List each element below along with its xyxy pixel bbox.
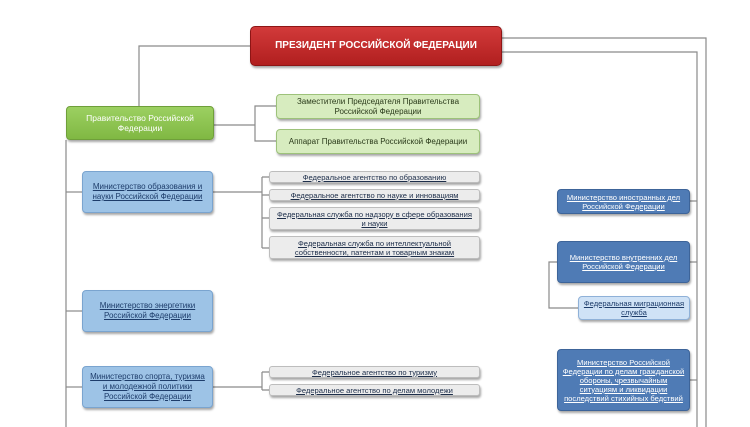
service-migration-label: Федеральная миграционная служба [583,299,685,317]
ministry-emergency-box[interactable]: Министерство Российской Федерации по дел… [557,349,690,411]
service-migration-box[interactable]: Федеральная миграционная служба [578,296,690,320]
ministry-education-label: Министерство образования и науки Российс… [92,182,203,201]
service-education-supervision-box[interactable]: Федеральная служба по надзору в сфере об… [269,207,480,230]
connector-sport-agencies [213,371,269,391]
ministry-foreign-label: Министерство иностранных дел Российской … [566,192,681,211]
agency-tourism-label: Федеральное агентство по туризму [311,367,438,377]
agency-youth-label: Федеральное агентство по делам молодежи [296,385,453,395]
connector-interior-migration [548,261,578,309]
agency-education-label: Федеральное агентство по образованию [302,172,447,182]
agency-youth-box[interactable]: Федеральное агентство по делам молодежи [269,384,480,396]
ministry-sport-label: Министерство спорта, туризма и молодежно… [90,372,205,401]
government-office-label: Аппарат Правительства Российской Федерац… [288,136,468,146]
government-label: Правительство Российской Федерации [86,113,194,133]
president-label: ПРЕЗИДЕНТ РОССИЙСКОЙ ФЕДЕРАЦИИ [275,40,477,51]
ministry-interior-label: Министерство внутренних дел Российской Ф… [569,253,678,271]
connector-education-agencies [213,176,269,249]
agency-tourism-box[interactable]: Федеральное агентство по туризму [269,366,480,378]
agency-education-box[interactable]: Федеральное агентство по образованию [269,171,480,183]
connector-president-government [138,45,250,106]
connector-president-right [502,37,707,427]
ministry-sport-box[interactable]: Министерство спорта, туризма и молодежно… [82,366,213,408]
ministry-interior-box[interactable]: Министерство внутренних дел Российской Ф… [557,241,690,283]
service-education-supervision-label: Федеральная служба по надзору в сфере об… [277,209,472,228]
agency-science-label: Федеральное агентство по науке и инновац… [290,190,459,200]
service-intellectual-property-box[interactable]: Федеральная служба по интеллектуальной с… [269,236,480,259]
deputy-chairmen-label: Заместители Председателя Правительства Р… [296,96,460,116]
deputy-chairmen-box[interactable]: Заместители Председателя Правительства Р… [276,94,480,119]
government-office-box[interactable]: Аппарат Правительства Российской Федерац… [276,129,480,154]
service-intellectual-property-label: Федеральная служба по интеллектуальной с… [294,238,455,257]
president-box: ПРЕЗИДЕНТ РОССИЙСКОЙ ФЕДЕРАЦИИ [250,26,502,66]
agency-science-box[interactable]: Федеральное агентство по науке и инновац… [269,189,480,201]
ministry-foreign-box[interactable]: Министерство иностранных дел Российской … [557,189,690,214]
ministry-energy-box[interactable]: Министерство энергетики Российской Федер… [82,290,213,332]
ministry-emergency-label: Министерство Российской Федерации по дел… [562,357,685,403]
ministry-energy-label: Министерство энергетики Российской Федер… [99,301,196,320]
connector-president-right-inner [502,51,698,427]
ministry-education-box[interactable]: Министерство образования и науки Российс… [82,171,213,213]
connector-gov-units [214,105,276,142]
government-box[interactable]: Правительство Российской Федерации [66,106,214,140]
